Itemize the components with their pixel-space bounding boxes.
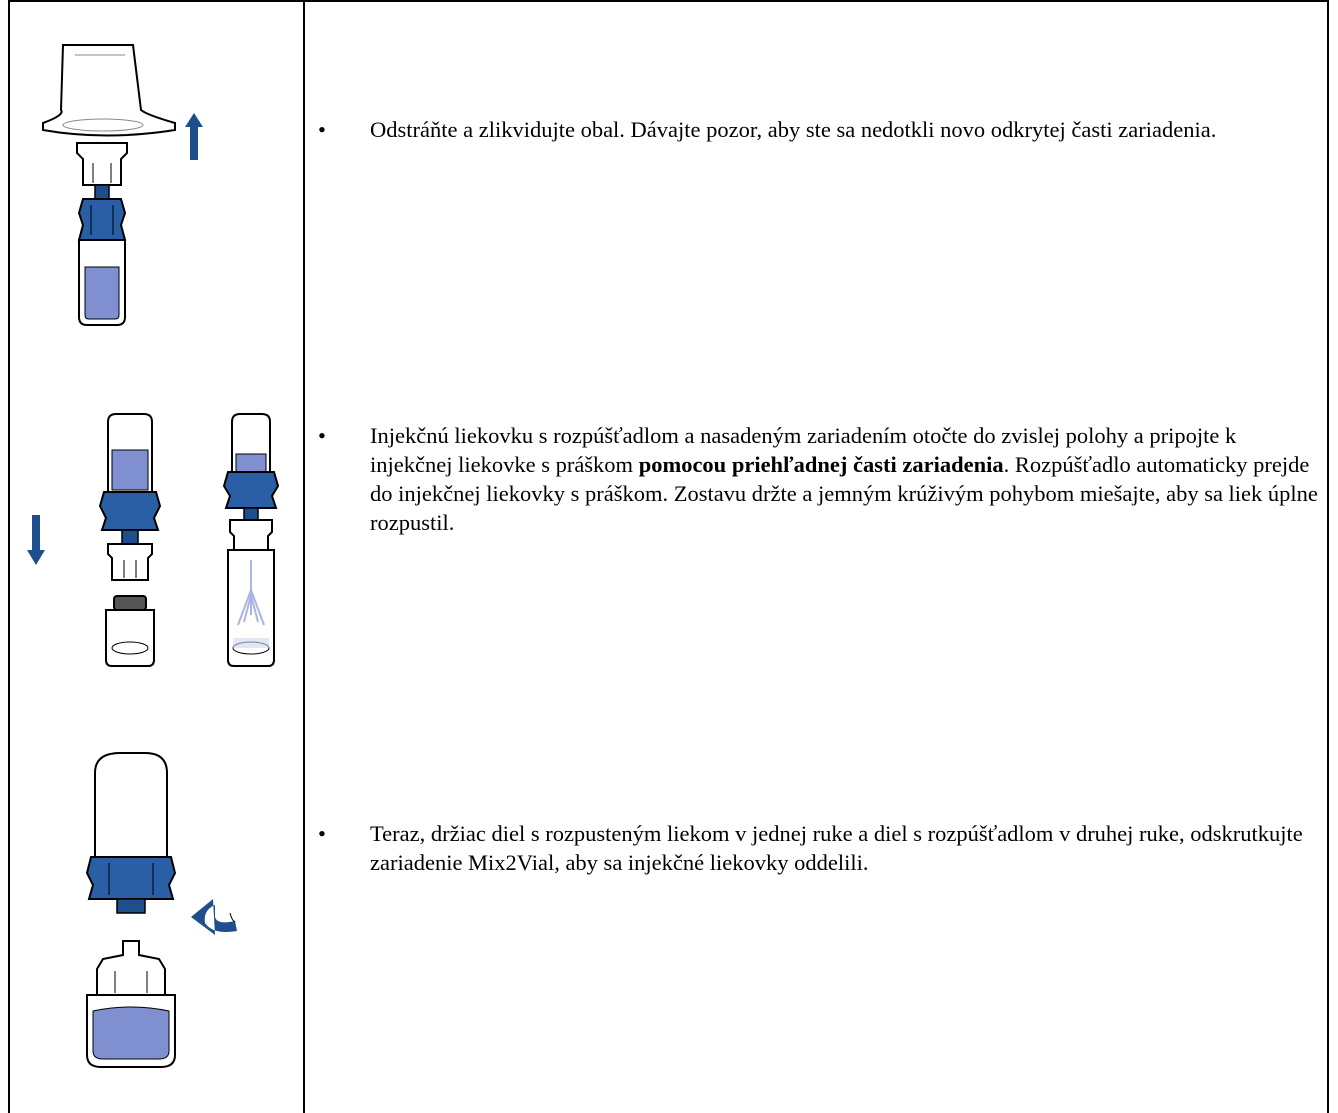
bullet: • [318,821,326,846]
down-arrow-icon [27,515,45,565]
bullet: • [318,117,326,142]
step-2-text-end: . Rozpúšťadlo automaticky prejde do inje… [370,452,1318,535]
step-2-text-bold: pomocou priehľadnej časti zariadenia [638,452,1004,477]
unscrew-device-illustration [65,745,255,1075]
step-1-text: Odstráňte a zlikvidujte obal. Dávajte po… [370,117,1217,142]
up-arrow-icon [185,113,203,160]
unscrew-arrow-icon [191,899,237,935]
connect-vials-illustration [20,410,310,670]
remove-packaging-illustration [35,35,225,335]
column-divider [303,0,305,1113]
step-3-text: Teraz, držiac diel s rozpusteným liekom … [370,821,1303,875]
step-2-text-start: Injekčnú liekovku s rozpúšťadlom a nasad… [370,423,1237,477]
bullet: • [318,423,326,448]
instruction-table [8,0,1329,1113]
step-2-text: Injekčnú liekovku s rozpúšťadlom a nasad… [370,421,1320,537]
